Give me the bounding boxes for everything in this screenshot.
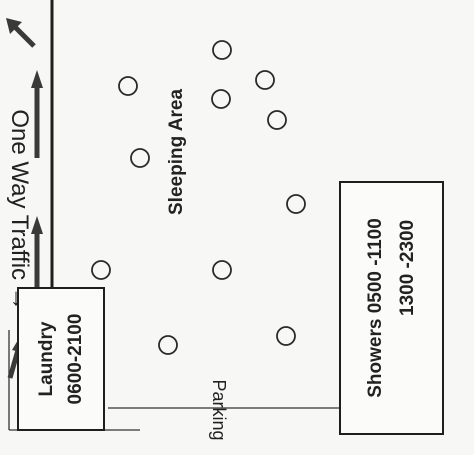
showers-line-2: 1300 -2300 xyxy=(397,220,418,316)
laundry-box xyxy=(17,287,105,431)
sleeping-area-label: Sleeping Area xyxy=(166,89,187,215)
bed-marker-4 xyxy=(211,89,231,109)
bed-marker-1 xyxy=(212,40,232,60)
showers-line-1: Showers 0500 -1100 xyxy=(365,218,386,398)
parking-label: Parking xyxy=(209,379,229,440)
bed-marker-9 xyxy=(212,260,232,280)
sleeping-area-beds xyxy=(91,40,306,355)
laundry-hours: 0600-2100 xyxy=(65,314,86,405)
bed-marker-2 xyxy=(255,70,275,90)
bed-marker-6 xyxy=(130,148,150,168)
bed-marker-7 xyxy=(286,194,306,214)
bed-marker-5 xyxy=(267,110,287,130)
one-way-traffic-label: One Way Traffic → xyxy=(6,109,33,310)
bed-marker-10 xyxy=(158,335,178,355)
bed-marker-3 xyxy=(118,76,138,96)
traffic-arrow-up-1-icon xyxy=(31,70,43,158)
bed-marker-8 xyxy=(91,260,111,280)
showers-box xyxy=(339,181,444,435)
traffic-arrow-corner-icon xyxy=(6,18,36,48)
laundry-title: Laundry xyxy=(36,321,57,396)
bed-marker-11 xyxy=(276,326,296,346)
